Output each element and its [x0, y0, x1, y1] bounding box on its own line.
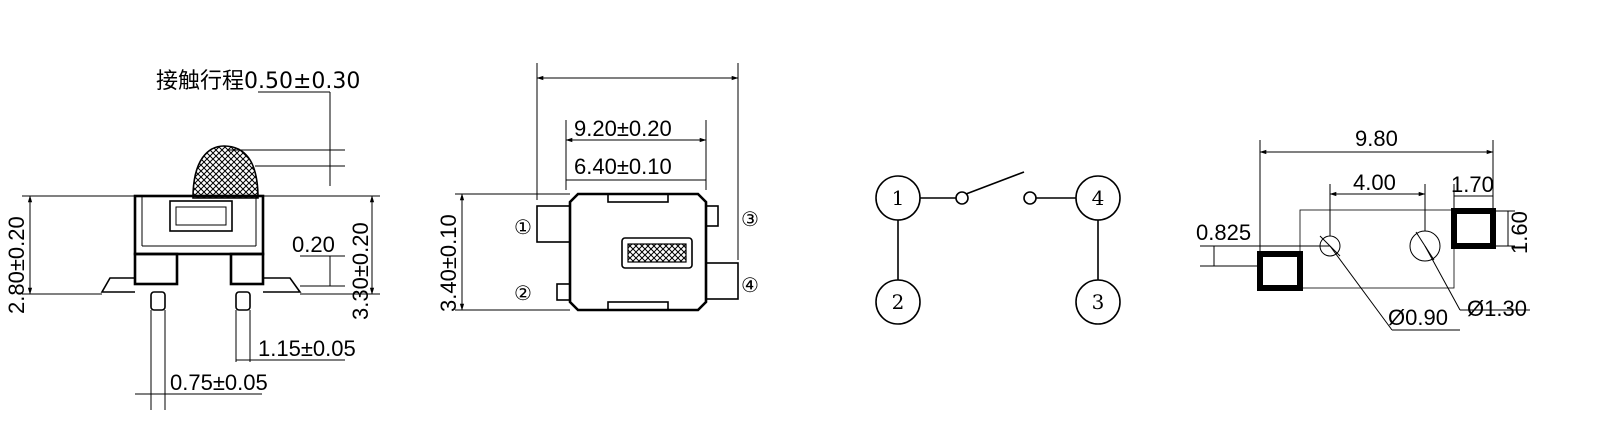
height-right-label: 3.30±0.20: [348, 222, 373, 320]
pin-spacing-label: 1.15±0.05: [258, 336, 356, 361]
node-4-label: 4: [1092, 186, 1105, 210]
button-window: [169, 200, 233, 232]
pin-1-lead: [536, 205, 571, 243]
side-view: [22, 91, 380, 410]
left-terminal: [100, 277, 135, 293]
hole-large-label: Ø1.30: [1467, 296, 1527, 321]
pin-4-lead: [705, 262, 739, 300]
width-inner-label: 6.40±0.10: [574, 154, 672, 179]
top-height-label: 3.40±0.10: [436, 214, 461, 312]
pad-left: [1257, 251, 1303, 291]
pin-marker-2: ②: [514, 281, 532, 305]
peg-right: [235, 291, 251, 311]
actuator-dome: [192, 145, 259, 199]
pad-right: [1451, 208, 1496, 249]
node-1-label: 1: [892, 186, 905, 210]
right-terminal: [263, 277, 302, 293]
peg-left: [150, 291, 166, 311]
pin-2-lead: [556, 283, 571, 301]
node-2-label: 2: [892, 290, 905, 314]
switch-body: [133, 194, 265, 256]
pad-width-label: 1.70: [1451, 172, 1494, 197]
hole-spacing-label: 4.00: [1353, 170, 1396, 195]
footprint: [1200, 140, 1530, 331]
pad-height-label: 1.60: [1507, 211, 1532, 254]
switch-lever: [965, 171, 1025, 195]
stroke-label: 接触行程0.50±0.30: [156, 69, 360, 94]
total-width-label: 9.80: [1355, 126, 1398, 151]
offset-0825-label: 0.825: [1196, 220, 1251, 245]
footprint-outline: [1299, 209, 1455, 289]
pin-marker-4: ④: [741, 273, 759, 297]
width-outer-label: 9.20±0.20: [574, 116, 672, 141]
height-left-label: 2.80±0.20: [4, 216, 29, 314]
top-button: [621, 237, 693, 269]
schematic: [875, 171, 1121, 325]
top-view: [455, 63, 739, 312]
pin-marker-1: ①: [514, 215, 532, 239]
node-3-label: 3: [1092, 290, 1105, 314]
pin-3-lead: [705, 205, 719, 227]
offset-label: 0.20: [292, 232, 335, 257]
pin-marker-3: ③: [741, 207, 759, 231]
hole-small-label: Ø0.90: [1388, 305, 1448, 330]
pin-width-label: 0.75±0.05: [170, 370, 268, 395]
